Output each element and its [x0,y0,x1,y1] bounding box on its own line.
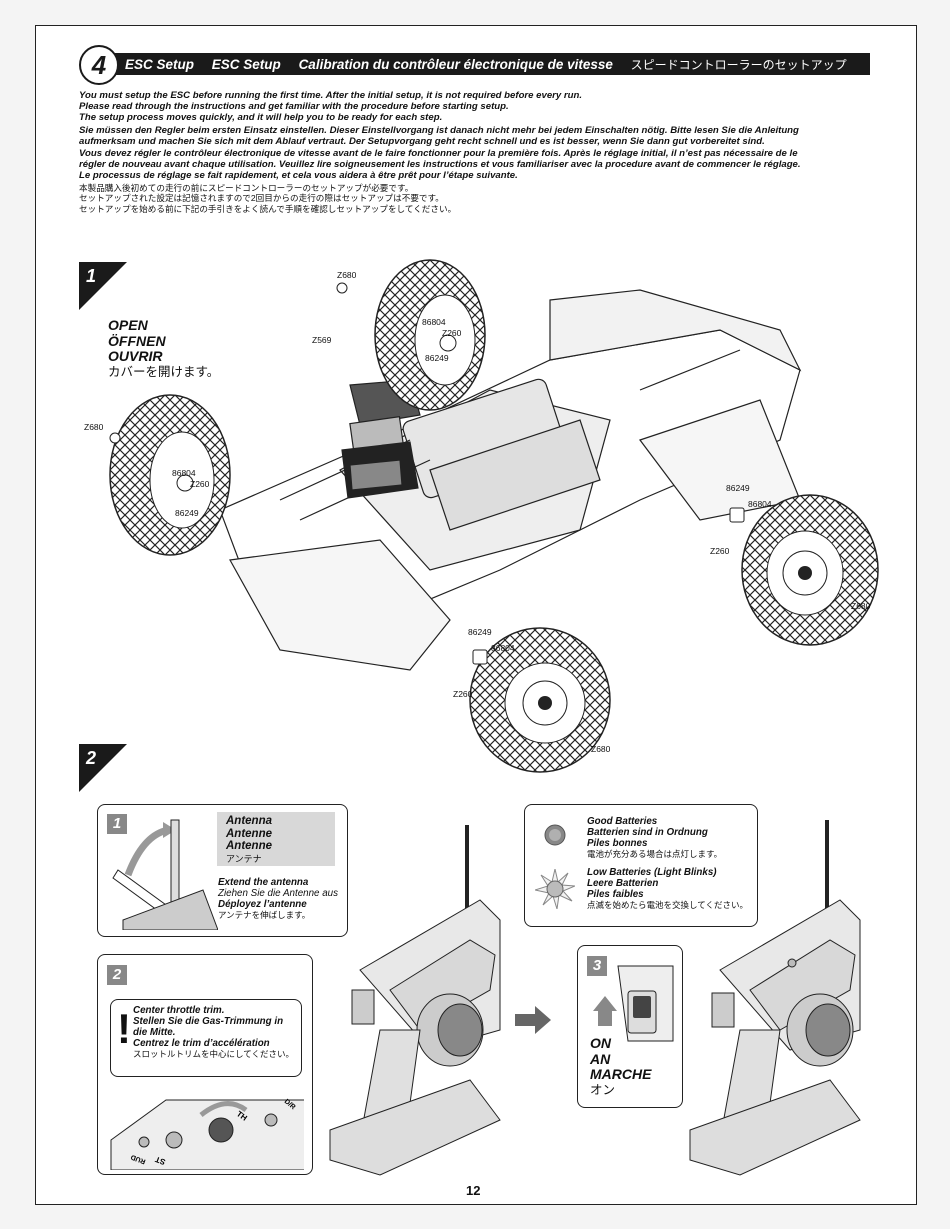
part-86249-left: 86249 [175,508,199,518]
wheel-bottom [469,627,611,773]
part-86804-right: 86804 [748,499,772,509]
part-z260-left: Z260 [190,479,210,489]
part-86804-top: 86804 [422,317,446,327]
panel-power-on: 3 ON AN MARCHE オン [577,945,683,1108]
transmitter-right [689,820,861,1176]
trim-knob-illustration: TH ST D/R RUD [110,1098,304,1170]
part-86804-bottom: 86804 [491,643,515,653]
antenna-extend-illustration [112,819,218,930]
open-cover-label: OPEN ÖFFNEN OUVRIR カバーを開けます。 [108,317,220,379]
page-number: 12 [466,1183,481,1198]
wheel-top [374,259,486,411]
knob-label-st: ST [154,1155,167,1167]
part-86249-right: 86249 [726,483,750,493]
part-z569: Z569 [312,335,332,345]
step1-number: 1 [86,266,97,286]
esc-unit [341,379,421,499]
wheel-left [109,394,231,556]
good-battery-text: Good Batteries Batterien sind in Ordnung… [587,816,723,859]
intro-jp: 本製品購入後初めての走行の前にスピードコントローラーのセットアップが必要です。 … [79,182,457,214]
title-fr: Calibration du contrôleur électronique d… [298,57,613,72]
part-z680-left: Z680 [84,422,104,432]
power-on-text: ON AN MARCHE オン [590,1035,652,1097]
wheel-right [741,494,879,646]
next-arrow [515,1006,551,1034]
section-header: 4 ESC Setup ESC Setup Calibration du con… [79,45,870,85]
step2-number: 2 [86,748,97,768]
panel1-number: 1 [107,814,127,834]
part-z680-bottom: Z680 [591,744,611,754]
part-z260-bottom: Z260 [453,689,473,699]
title-jp: スピードコントローラーのセットアップ [630,58,847,72]
intro-text: You must setup the ESC before running th… [79,90,899,216]
step-number-badge: 4 [79,45,119,85]
intro-en: You must setup the ESC before running th… [79,90,583,123]
part-86804-left: 86804 [172,468,196,478]
part-z260-top: Z260 [442,328,462,338]
part-86249-top: 86249 [425,353,449,363]
title-de: ESC Setup [211,57,281,72]
trim-warning-box: ! Center throttle trim. Stellen Sie die … [110,999,302,1077]
power-switch-illustration [593,965,674,1042]
extend-antenna-text: Extend the antenna Ziehen Sie die Antenn… [218,877,339,920]
panel2-number: 2 [107,965,127,985]
panel-extend-antenna: 1 Antenna Antenne Antenne アンテナ Extend th… [97,804,348,937]
intro-fr: Vous devez régler le contrôleur électron… [79,148,801,181]
battery-status-panel: Good Batteries Batterien sind in Ordnung… [524,804,758,927]
transmitter-left [329,825,501,1176]
warning-icon: ! [117,1005,131,1052]
antenna-label: Antenna Antenne Antenne アンテナ [217,812,335,866]
panel-center-throttle-trim: 2 ! Center throttle trim. Stellen Sie di… [97,954,313,1175]
low-battery-blink-icon [535,869,575,909]
part-z680-top: Z680 [337,270,357,280]
section-title: ESC Setup ESC Setup Calibration du contr… [125,56,861,73]
step1-marker [79,262,127,310]
panel3-number: 3 [587,956,607,976]
part-z260-right: Z260 [710,546,730,556]
title-en: ESC Setup [125,57,195,72]
truck-exploded-diagram [109,259,879,773]
part-z680-right: Z680 [851,601,871,611]
part-86249-bottom: 86249 [468,627,492,637]
good-battery-led-icon [544,824,566,846]
knob-label-rud: RUD [130,1153,147,1165]
step2-marker [79,744,127,792]
intro-de: Sie müssen den Regler beim ersten Einsat… [79,124,799,147]
low-battery-text: Low Batteries (Light Blinks) Leere Batte… [587,867,748,910]
